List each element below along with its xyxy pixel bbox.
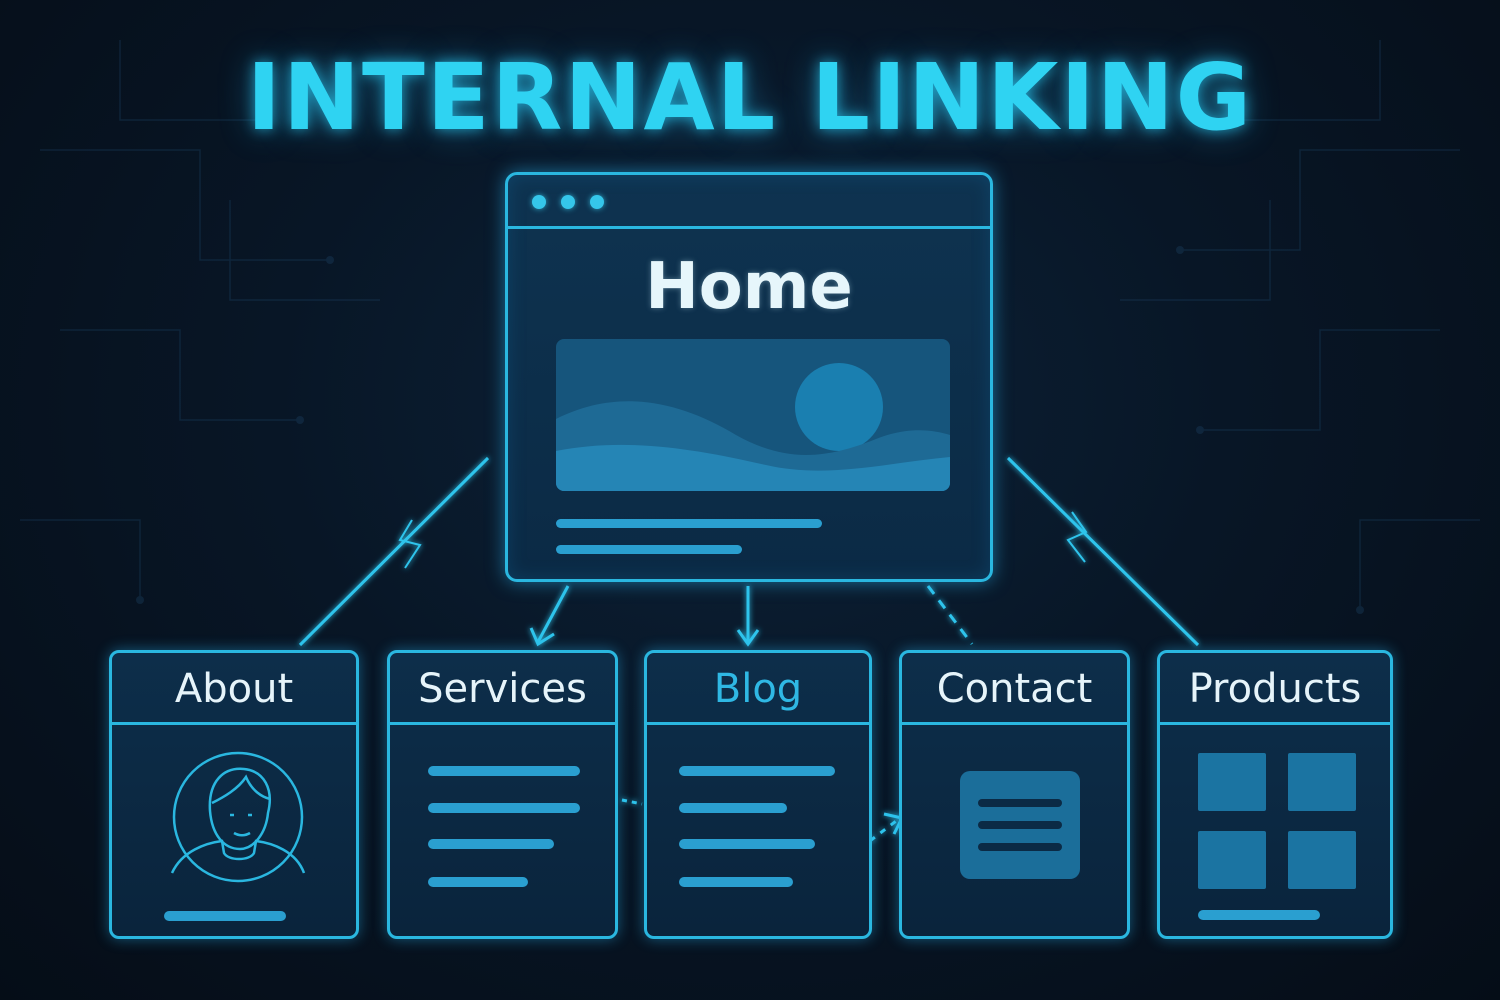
window-titlebar xyxy=(508,175,990,229)
landscape-image-icon xyxy=(556,339,950,491)
diagram-title: INTERNAL LINKING xyxy=(246,44,1254,151)
arrowhead-services xyxy=(529,627,555,647)
page-card-services: Services xyxy=(387,650,618,939)
page-label-services: Services xyxy=(390,653,615,725)
arrowhead-blog xyxy=(736,629,760,647)
window-dot-icon xyxy=(590,195,604,209)
connector-home-about xyxy=(298,456,490,647)
text-line xyxy=(556,519,822,528)
text-line xyxy=(556,545,742,554)
window-dot-icon xyxy=(532,195,546,209)
form-line xyxy=(978,843,1062,851)
text-line xyxy=(679,803,787,813)
page-label-products: Products xyxy=(1160,653,1390,725)
form-icon xyxy=(960,771,1080,879)
text-line xyxy=(428,839,554,849)
page-card-contact: Contact xyxy=(899,650,1130,939)
grid-tile xyxy=(1198,753,1266,811)
home-page-window: Home xyxy=(505,172,993,582)
text-line xyxy=(428,766,580,776)
connector-home-contact xyxy=(926,585,974,645)
text-line xyxy=(679,766,835,776)
text-line xyxy=(679,877,793,887)
grid-tile xyxy=(1198,831,1266,889)
text-line xyxy=(679,839,815,849)
text-line xyxy=(164,911,286,921)
form-line xyxy=(978,821,1062,829)
page-label-blog: Blog xyxy=(647,653,869,725)
connector-home-services xyxy=(536,585,570,643)
text-line xyxy=(428,877,528,887)
text-line xyxy=(1198,910,1320,920)
text-line xyxy=(428,803,580,813)
person-avatar-icon xyxy=(170,751,306,883)
window-dot-icon xyxy=(561,195,575,209)
page-card-products: Products xyxy=(1157,650,1393,939)
spark-right xyxy=(1066,511,1088,563)
page-label-about: About xyxy=(112,653,356,725)
grid-tile xyxy=(1288,753,1356,811)
page-label-contact: Contact xyxy=(902,653,1127,725)
spark-left xyxy=(398,519,422,569)
form-line xyxy=(978,799,1062,807)
home-page-label: Home xyxy=(645,250,853,324)
grid-tile xyxy=(1288,831,1356,889)
page-card-about: About xyxy=(109,650,359,939)
connector-services-blog xyxy=(621,798,643,806)
connector-home-products xyxy=(1006,456,1200,647)
page-card-blog: Blog xyxy=(644,650,872,939)
